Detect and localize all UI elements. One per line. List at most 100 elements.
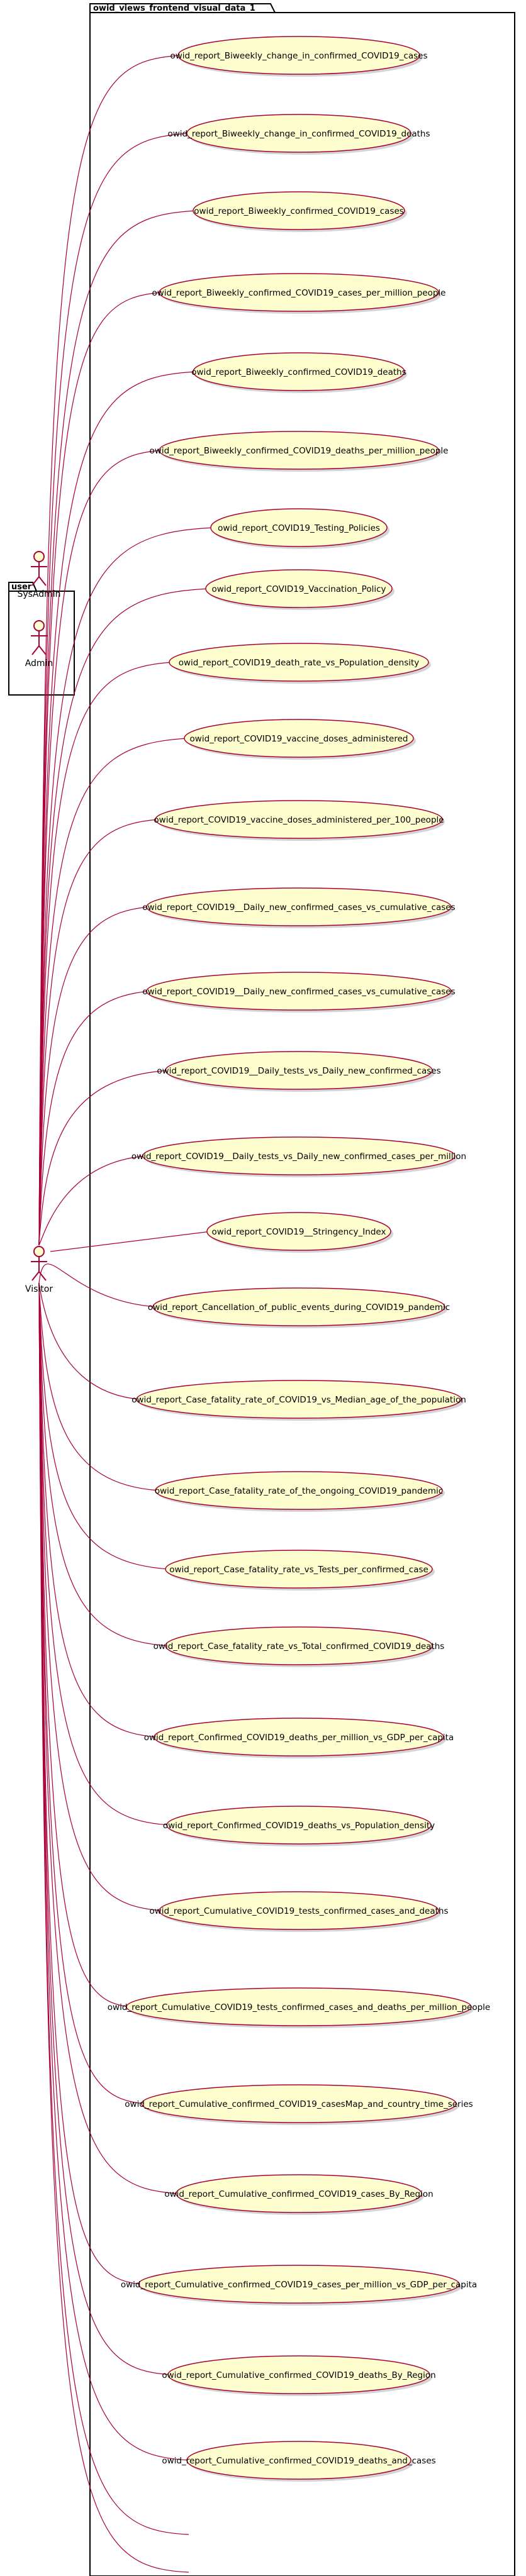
use-case-label: owid_report_Cumulative_confirmed_COVID19… bbox=[164, 2189, 433, 2199]
use-case: owid_report_COVID19_Vaccination_Policy bbox=[205, 569, 394, 610]
association-edge bbox=[38, 1282, 141, 1400]
association-edge bbox=[38, 1070, 170, 1246]
use-case-label: owid_report_Biweekly_confirmed_COVID19_d… bbox=[150, 446, 449, 456]
use-case-label: owid_report_Cumulative_COVID19_tests_con… bbox=[108, 2002, 490, 2012]
actor-label: Visitor bbox=[25, 1284, 53, 1294]
use-case-ellipse bbox=[138, 2265, 460, 2304]
use-case-label: owid_report_Biweekly_confirmed_COVID19_d… bbox=[191, 367, 406, 377]
use-case-label: owid_report_COVID19_death_rate_vs_Popula… bbox=[179, 658, 420, 668]
actor-sysadmin: SysAdmin bbox=[17, 551, 61, 599]
use-case-label: owid_report_Cumulative_confirmed_COVID19… bbox=[125, 2099, 473, 2109]
use-case-ellipse bbox=[141, 2084, 457, 2123]
use-case: owid_report_Cumulative_confirmed_COVID19… bbox=[121, 2265, 477, 2306]
use-case: owid_report_Case_fatality_rate_of_COVID1… bbox=[132, 1380, 466, 1421]
use-case-label: owid_report_COVID19__Stringency_Index bbox=[212, 1227, 386, 1237]
use-case-label: owid_report_Cancellation_of_public_event… bbox=[148, 1302, 450, 1313]
association-edge bbox=[50, 1231, 211, 1252]
association-edge bbox=[38, 738, 189, 1246]
use-case-ellipse bbox=[177, 36, 420, 75]
association-edge bbox=[38, 1282, 170, 1646]
use-case-label: owid_report_COVID19_vaccine_doses_admini… bbox=[154, 815, 444, 825]
use-case-ellipse bbox=[186, 114, 411, 153]
use-case: owid_report_COVID19_death_rate_vs_Popula… bbox=[169, 643, 431, 684]
association-edge bbox=[38, 371, 198, 1246]
association-edge bbox=[38, 1155, 147, 1246]
use-case-ellipse bbox=[186, 2441, 411, 2480]
association-edge bbox=[38, 55, 182, 1246]
use-case-ellipse bbox=[142, 1136, 456, 1175]
association-edge bbox=[38, 133, 191, 1246]
association-edge bbox=[38, 1282, 170, 1570]
use-case-label: owid_report_Biweekly_confirmed_COVID19_c… bbox=[152, 288, 446, 298]
use-case-ellipse bbox=[165, 1550, 433, 1589]
use-case-ellipse bbox=[159, 273, 439, 312]
use-case: owid_report_Cumulative_COVID19_tests_con… bbox=[108, 1987, 490, 2028]
use-case: owid_report_Confirmed_COVID19_deaths_per… bbox=[144, 1718, 454, 1758]
use-case: owid_report_Biweekly_confirmed_COVID19_c… bbox=[193, 191, 407, 232]
association-edge bbox=[38, 1282, 171, 1826]
use-case-ellipse bbox=[184, 719, 414, 758]
use-case: owid_report_COVID19__Daily_new_confirmed… bbox=[142, 972, 456, 1013]
use-case-list: owid_report_Biweekly_change_in_confirmed… bbox=[108, 36, 490, 2482]
use-case-label: owid_report_COVID19__Daily_tests_vs_Dail… bbox=[157, 1066, 440, 1076]
use-case: owid_report_COVID19_vaccine_doses_admini… bbox=[184, 719, 416, 760]
use-case: owid_report_Confirmed_COVID19_deaths_vs_… bbox=[163, 1806, 435, 1846]
use-case-ellipse bbox=[152, 1287, 445, 1326]
use-case: owid_report_COVID19_Testing_Policies bbox=[210, 508, 389, 549]
use-case-ellipse bbox=[210, 508, 388, 547]
use-case: owid_report_COVID19__Daily_tests_vs_Dail… bbox=[132, 1136, 466, 1177]
use-case-ellipse bbox=[205, 569, 393, 608]
package-user-title: user bbox=[11, 582, 32, 592]
use-case-label: owid_report_COVID19_Vaccination_Policy bbox=[211, 584, 386, 594]
association-edge bbox=[38, 292, 164, 1246]
actor-visitor: Visitor bbox=[25, 1246, 53, 1294]
use-case: owid_report_Cumulative_COVID19_tests_con… bbox=[149, 1891, 449, 1932]
use-case-label: owid_report_COVID19__Daily_tests_vs_Dail… bbox=[132, 1152, 466, 1162]
association-edge bbox=[38, 1282, 181, 2194]
use-case-ellipse bbox=[155, 1471, 443, 1510]
actor-figure-icon bbox=[31, 551, 47, 586]
use-case-ellipse bbox=[193, 352, 405, 391]
use-case-label: owid_report_COVID19__Daily_new_confirmed… bbox=[142, 987, 455, 997]
use-case-ellipse bbox=[165, 1626, 433, 1665]
use-case-label: owid_report_Confirmed_COVID19_deaths_per… bbox=[144, 1733, 454, 1743]
use-case-ellipse bbox=[155, 800, 443, 839]
use-case: owid_report_Cumulative_confirmed_COVID19… bbox=[164, 2174, 434, 2215]
use-case-label: owid_report_Confirmed_COVID19_deaths_vs_… bbox=[163, 1821, 435, 1831]
use-case-label: owid_report_Cumulative_confirmed_COVID19… bbox=[162, 2456, 435, 2466]
package-views-title: owid_views_frontend_visual_data_1 bbox=[93, 4, 255, 13]
use-case: owid_report_COVID19__Stringency_Index bbox=[206, 1212, 393, 1253]
use-case-ellipse bbox=[146, 972, 452, 1011]
use-case-ellipse bbox=[154, 1718, 444, 1757]
use-case-label: owid_report_Biweekly_change_in_confirmed… bbox=[170, 51, 427, 61]
use-case-ellipse bbox=[159, 431, 439, 470]
use-case-ellipse bbox=[126, 1987, 472, 2026]
association-edge bbox=[38, 1282, 131, 2007]
use-case-ellipse bbox=[206, 1212, 391, 1251]
association-edge bbox=[38, 527, 215, 1246]
use-case-ellipse bbox=[166, 1806, 432, 1845]
use-case-label: owid_report_Biweekly_confirmed_COVID19_c… bbox=[194, 206, 404, 216]
actor-figure-icon bbox=[31, 620, 47, 655]
use-case-label: owid_report_Biweekly_change_in_confirmed… bbox=[167, 129, 430, 139]
association-edge bbox=[38, 906, 151, 1246]
use-case: owid_report_Cumulative_confirmed_COVID19… bbox=[162, 2355, 436, 2396]
use-case-ellipse bbox=[167, 2355, 430, 2394]
use-case: owid_report_Biweekly_confirmed_COVID19_d… bbox=[150, 431, 449, 472]
association-edge bbox=[38, 991, 151, 1246]
use-case: owid_report_Cumulative_confirmed_COVID19… bbox=[125, 2084, 473, 2125]
use-case: owid_report_Case_fatality_rate_vs_Total_… bbox=[154, 1626, 444, 1667]
use-case: owid_report_COVID19__Daily_tests_vs_Dail… bbox=[157, 1051, 441, 1092]
association-edge bbox=[38, 819, 160, 1246]
actor-label: Admin bbox=[25, 658, 53, 669]
use-case-ellipse bbox=[169, 643, 429, 682]
association-edge bbox=[38, 450, 164, 1246]
use-case-label: owid_report_Case_fatality_rate_of_the_on… bbox=[155, 1486, 443, 1496]
use-case-label: owid_report_Case_fatality_rate_of_COVID1… bbox=[132, 1395, 466, 1405]
actor-admin: Admin bbox=[25, 620, 53, 669]
association-edge bbox=[38, 1282, 160, 1491]
use-case: owid_report_Cumulative_confirmed_COVID19… bbox=[162, 2441, 436, 2482]
association-edge bbox=[38, 588, 210, 1246]
use-case: owid_report_Biweekly_confirmed_COVID19_c… bbox=[152, 273, 446, 314]
